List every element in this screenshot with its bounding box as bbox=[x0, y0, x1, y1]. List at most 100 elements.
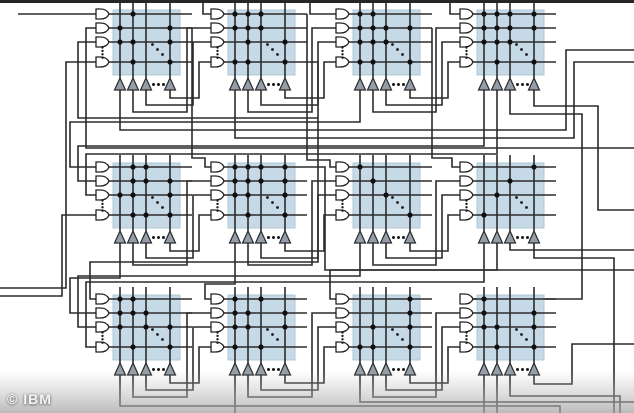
output-triangle-icon bbox=[366, 229, 380, 244]
synapse-dot bbox=[167, 212, 173, 218]
output-triangle-icon bbox=[403, 361, 417, 376]
synapse-dot bbox=[167, 25, 173, 31]
synapse-dot bbox=[130, 59, 136, 65]
gate-vertical-ellipsis-dot bbox=[341, 331, 344, 334]
output-triangle-icon bbox=[353, 229, 367, 244]
routing-wire bbox=[329, 243, 498, 300]
output-triangle-icon bbox=[278, 361, 292, 376]
input-gate-icon bbox=[210, 189, 225, 201]
gate-vertical-ellipsis-dot bbox=[216, 202, 219, 206]
routing-wire bbox=[409, 214, 460, 252]
synapse-dot bbox=[245, 11, 251, 17]
gate-vertical-ellipsis-dot bbox=[216, 53, 219, 56]
input-gate-icon bbox=[335, 36, 350, 48]
triangle-ellipsis-dot bbox=[521, 368, 524, 371]
synapse-dot bbox=[282, 192, 288, 198]
output-triangle-icon bbox=[379, 76, 393, 91]
input-gate-icon bbox=[95, 175, 110, 187]
output-triangle-icon bbox=[163, 229, 177, 244]
output-triangle-icon bbox=[163, 361, 177, 376]
array-diagonal-ellipsis-dot bbox=[396, 333, 399, 336]
routing-wire bbox=[69, 90, 361, 168]
output-triangle-icon bbox=[278, 229, 292, 244]
output-triangle-icon bbox=[139, 229, 153, 244]
triangle-ellipsis-dot bbox=[516, 368, 519, 371]
synapse-dot bbox=[507, 25, 513, 31]
input-gate-icon bbox=[95, 8, 110, 20]
routing-wire bbox=[77, 90, 485, 182]
gate-vertical-ellipsis-dot bbox=[465, 56, 468, 59]
array-diagonal-ellipsis-dot bbox=[151, 196, 154, 199]
routing-wire bbox=[0, 61, 96, 289]
output-triangle-icon bbox=[254, 76, 268, 91]
input-gate-icon bbox=[335, 321, 350, 333]
synapse-dot bbox=[481, 310, 487, 316]
gate-vertical-ellipsis-dot bbox=[216, 341, 219, 344]
output-triangle-icon bbox=[113, 361, 127, 376]
synapse-dot bbox=[370, 39, 376, 45]
array-diagonal-ellipsis-dot bbox=[401, 206, 404, 209]
output-triangle-icon bbox=[241, 361, 255, 376]
synapse-dot bbox=[143, 212, 149, 218]
gate-vertical-ellipsis-dot bbox=[216, 209, 219, 212]
input-gate-icon bbox=[335, 161, 350, 173]
output-triangle-icon bbox=[139, 76, 153, 91]
array-diagonal-ellipsis-dot bbox=[266, 43, 269, 46]
routing-wire bbox=[385, 194, 460, 259]
routing-wire bbox=[77, 243, 361, 328]
routing-wire bbox=[119, 49, 634, 131]
output-triangle-icon bbox=[403, 229, 417, 244]
top-border-bar bbox=[0, 0, 634, 3]
routing-wire bbox=[77, 41, 318, 119]
triangle-ellipsis-dot bbox=[521, 83, 524, 86]
input-gate-icon bbox=[210, 307, 225, 319]
output-triangle-icon bbox=[477, 76, 491, 91]
input-gate-icon bbox=[210, 175, 225, 187]
synapse-dot bbox=[370, 324, 376, 330]
routing-wire bbox=[306, 14, 336, 168]
synapse-dot bbox=[167, 178, 173, 184]
synapse-dot bbox=[407, 212, 413, 218]
synapse-dot bbox=[143, 164, 149, 170]
input-gate-icon bbox=[459, 36, 474, 48]
routing-wire bbox=[169, 61, 211, 99]
gate-vertical-ellipsis-dot bbox=[465, 199, 468, 202]
array-diagonal-ellipsis-dot bbox=[520, 48, 523, 51]
triangle-ellipsis-dot bbox=[277, 236, 280, 239]
array-diagonal-ellipsis-dot bbox=[391, 196, 394, 199]
synapse-dot bbox=[117, 296, 123, 302]
gate-vertical-ellipsis-dot bbox=[216, 331, 219, 334]
input-gate-icon bbox=[335, 8, 350, 20]
output-triangle-icon bbox=[228, 361, 242, 376]
array-diagonal-ellipsis-dot bbox=[401, 53, 404, 56]
input-gate-icon bbox=[459, 22, 474, 34]
gate-vertical-ellipsis-dot bbox=[341, 206, 344, 209]
triangle-ellipsis-dot bbox=[516, 83, 519, 86]
output-triangle-icon bbox=[254, 229, 268, 244]
synapse-dot bbox=[407, 344, 413, 350]
routing-wire bbox=[89, 61, 319, 300]
gate-vertical-ellipsis-dot bbox=[216, 56, 219, 59]
routing-wire bbox=[284, 214, 336, 252]
triangle-ellipsis-dot bbox=[277, 368, 280, 371]
synapse-dot bbox=[282, 39, 288, 45]
output-triangle-icon bbox=[241, 76, 255, 91]
routing-wire bbox=[509, 243, 634, 251]
triangle-ellipsis-dot bbox=[402, 236, 405, 239]
input-gate-icon bbox=[335, 189, 350, 201]
output-triangle-icon bbox=[228, 229, 242, 244]
synapse-dot bbox=[130, 192, 136, 198]
input-gate-icon bbox=[210, 293, 225, 305]
gate-vertical-ellipsis-dot bbox=[216, 334, 219, 338]
output-triangle-icon bbox=[113, 76, 127, 91]
output-triangle-icon bbox=[139, 361, 153, 376]
gate-vertical-ellipsis-dot bbox=[465, 209, 468, 212]
synapse-dot bbox=[245, 59, 251, 65]
output-triangle-icon bbox=[403, 76, 417, 91]
gate-vertical-ellipsis-dot bbox=[465, 46, 468, 49]
gate-vertical-ellipsis-dot bbox=[101, 46, 104, 49]
synapse-dot bbox=[282, 178, 288, 184]
triangle-ellipsis-dot bbox=[157, 236, 160, 239]
array-diagonal-ellipsis-dot bbox=[161, 338, 164, 341]
